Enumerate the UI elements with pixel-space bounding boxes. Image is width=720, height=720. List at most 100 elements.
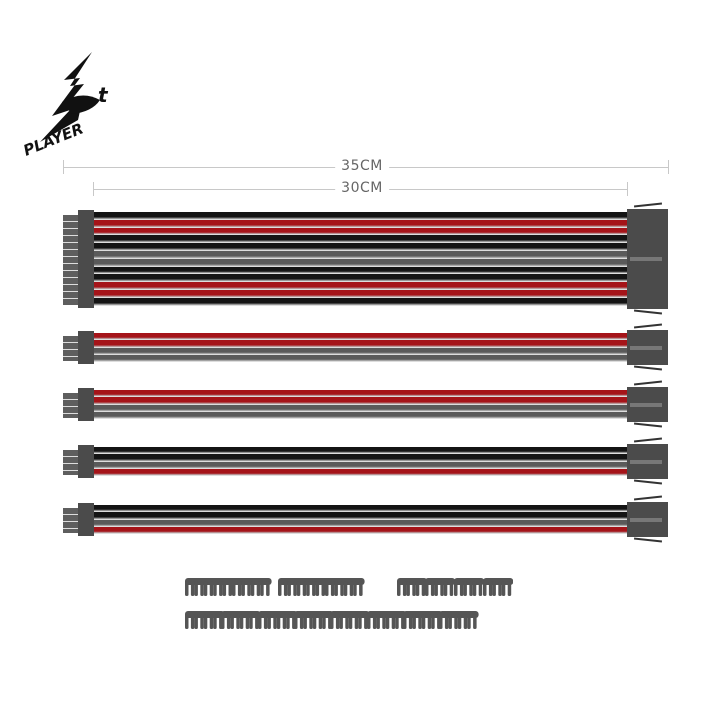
cable-wire-black <box>93 235 628 243</box>
latch-bottom <box>633 422 663 428</box>
cable-comb-8pin <box>366 611 407 629</box>
cable-comb-8pin <box>257 611 298 629</box>
cable-wire-red <box>93 397 628 404</box>
cable-wire-black <box>93 512 628 519</box>
left-connector-pins <box>63 450 79 476</box>
cable-comb-8pin <box>221 611 261 629</box>
wire-gap <box>93 518 628 520</box>
wire-gap <box>93 410 628 412</box>
left-connector-body <box>78 388 94 422</box>
wire-gap <box>93 265 628 267</box>
cable-comb-small <box>397 578 428 596</box>
wire-gap <box>93 533 628 535</box>
wire-gap <box>93 396 628 398</box>
cable-wire-grey <box>93 354 628 362</box>
left-connector-body <box>78 331 94 365</box>
cable-comb-8pin <box>330 611 370 629</box>
cable-wire-black <box>93 297 628 305</box>
cable-comb-small <box>425 578 456 596</box>
dimension-tick <box>627 182 628 196</box>
latch-bottom <box>633 365 663 371</box>
wire-gap <box>93 339 628 341</box>
wire-gap <box>93 218 628 220</box>
svg-text:t: t <box>98 83 109 107</box>
cable-wire-black <box>93 243 628 250</box>
left-connector-pins <box>63 215 79 305</box>
latch-top <box>633 323 663 329</box>
wire-gap <box>93 273 628 275</box>
latch-top <box>633 495 663 501</box>
cable-wire-black <box>93 447 628 454</box>
dimension-label-35cm: 35CM <box>335 158 389 174</box>
cable-wire-grey <box>93 258 628 266</box>
cable-comb-8pin <box>185 611 225 629</box>
cable-wire-grey <box>93 347 628 354</box>
cable-wire-red <box>93 526 628 534</box>
wire-gap <box>93 242 628 244</box>
wire-gap <box>93 460 628 462</box>
cable-wire-red <box>93 219 628 227</box>
cable-comb-8pin <box>293 611 334 629</box>
left-connector-pins <box>63 393 79 419</box>
wire-gap <box>93 361 628 363</box>
svg-text:PLAYER: PLAYER <box>22 119 86 159</box>
latch-top <box>633 380 663 386</box>
cable-wire-black <box>93 505 628 512</box>
right-connector-ridge <box>630 517 662 522</box>
right-connector-ridge <box>630 345 662 350</box>
wire-gap <box>93 467 628 469</box>
cable-wire-red <box>93 282 628 289</box>
wire-gap <box>93 403 628 405</box>
wire-gap <box>93 525 628 527</box>
cable-comb-8pin <box>439 611 479 629</box>
wire-gap <box>93 353 628 355</box>
latch-bottom <box>633 479 663 485</box>
cable-wire-red <box>93 227 628 235</box>
cable-wire-grey <box>93 411 628 419</box>
cable-wire-black <box>93 454 628 461</box>
cable-wire-black <box>93 266 628 274</box>
left-connector-pins <box>63 508 79 534</box>
left-connector-body <box>78 503 94 537</box>
cable-wire-red <box>93 390 628 397</box>
cable-comb-8pin <box>402 611 443 629</box>
latch-top <box>633 202 663 208</box>
cable-comb-24pin <box>185 578 272 596</box>
wire-gap <box>93 250 628 251</box>
left-connector-body <box>78 445 94 479</box>
cable-comb-small <box>483 578 514 596</box>
cable-wire-red <box>93 333 628 340</box>
cable-wire-black <box>93 274 628 282</box>
cable-wire-grey <box>93 461 628 468</box>
wire-gap <box>93 418 628 420</box>
latch-bottom <box>633 537 663 543</box>
wire-gap <box>93 346 628 348</box>
cable-wire-black <box>93 212 628 219</box>
wire-gap <box>93 234 628 236</box>
wire-gap <box>93 296 628 298</box>
dimension-tick <box>668 160 669 174</box>
cable-wire-grey <box>93 519 628 526</box>
wire-gap <box>93 289 628 290</box>
left-connector-pins <box>63 336 79 362</box>
right-connector-ridge <box>630 256 662 261</box>
cable-wire-red <box>93 340 628 347</box>
wire-gap <box>93 281 628 283</box>
cable-wire-red <box>93 468 628 476</box>
cable-comb-small <box>454 578 485 596</box>
right-connector-ridge <box>630 402 662 407</box>
wire-gap <box>93 511 628 513</box>
cable-comb-24pin <box>278 578 365 596</box>
latch-bottom <box>633 309 663 315</box>
cable-wire-red <box>93 290 628 297</box>
left-connector-body <box>78 210 94 308</box>
wire-gap <box>93 257 628 259</box>
dimension-label-30cm: 30CM <box>335 180 389 196</box>
right-connector-ridge <box>630 459 662 464</box>
latch-top <box>633 437 663 443</box>
wire-gap <box>93 304 628 306</box>
wire-gap <box>93 453 628 455</box>
wire-gap <box>93 475 628 477</box>
wire-gap <box>93 226 628 228</box>
